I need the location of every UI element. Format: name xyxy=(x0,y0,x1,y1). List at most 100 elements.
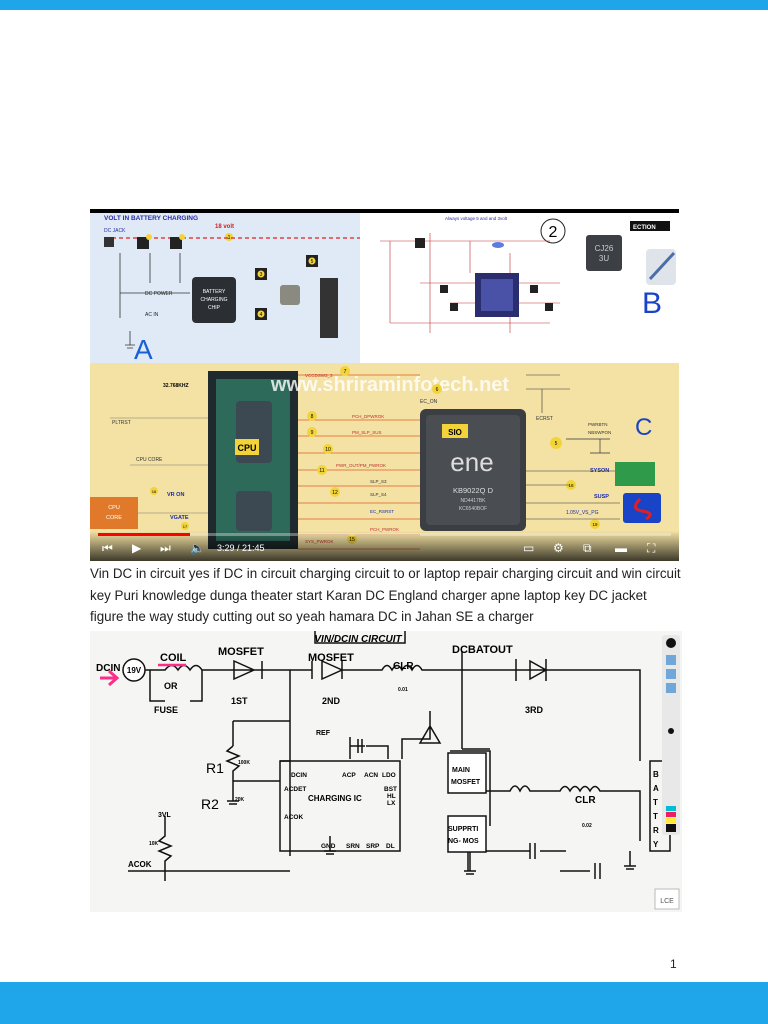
progress-fill xyxy=(98,533,190,536)
marker-3-label: 3 xyxy=(260,272,263,278)
marker-5-label: 5 xyxy=(311,259,314,265)
marker-10 xyxy=(323,444,333,454)
ecrst-label: ECRST xyxy=(536,416,553,422)
susp-label: SUSP xyxy=(594,494,609,500)
cpu-left-wires xyxy=(110,417,208,514)
r2-label: R2 xyxy=(201,796,219,812)
progress-bar[interactable] xyxy=(98,533,671,536)
marker-12 xyxy=(330,487,340,497)
marker-3 xyxy=(257,270,265,278)
captions-icon[interactable]: ▭ xyxy=(523,541,535,555)
toolbar-color-yellow[interactable] xyxy=(666,818,676,823)
brand-logo-mark xyxy=(634,497,652,521)
pin-ldo: LDO xyxy=(382,772,396,779)
panel-b-part-3 xyxy=(530,285,538,293)
bottom-accent-bar xyxy=(0,982,768,1024)
panel-b-cap xyxy=(492,242,504,248)
marker-18-label: 18 xyxy=(568,483,574,488)
v19-label: 19V xyxy=(127,666,142,675)
signal-slp-s4: SLP_S4 xyxy=(370,492,387,497)
dcin-arrow xyxy=(100,669,120,687)
marker-9-label: 9 xyxy=(311,430,314,436)
cpu-die-2 xyxy=(236,491,272,531)
video-player[interactable]: VOLT IN BATTERY CHARGING 18 volt 1 DC JA… xyxy=(90,209,679,561)
panel-a-letter: A xyxy=(134,334,153,365)
cpu-label-bg xyxy=(235,439,259,455)
acok-left-label: ACOK xyxy=(128,860,152,869)
schematic-wires xyxy=(128,631,641,881)
theater-mode-icon[interactable]: ▬ xyxy=(615,541,627,555)
pin-bst: BST xyxy=(384,786,397,793)
r1-label: R1 xyxy=(206,760,224,776)
panel-b-logo-mark xyxy=(648,251,676,281)
panel-b-letter: B xyxy=(642,287,662,320)
play-icon[interactable]: ▶ xyxy=(132,541,142,555)
pin-acdet: ACDET xyxy=(284,786,306,793)
fullscreen-icon[interactable]: ⛶ xyxy=(647,541,656,555)
settings-icon[interactable]: ⚙ xyxy=(553,541,564,555)
cpu-core-box xyxy=(90,497,138,529)
r2-value: 20K xyxy=(235,797,245,803)
clr2-label: CLR xyxy=(575,795,596,806)
toolbar-color-cyan[interactable] xyxy=(666,806,676,811)
sio-label-bg xyxy=(442,424,468,438)
panel-b-part-5 xyxy=(415,238,425,248)
lce-logo xyxy=(654,888,680,910)
panel-b-chip xyxy=(586,235,622,271)
pin-srp: SRP xyxy=(366,843,380,850)
toolbar-dot-icon[interactable] xyxy=(668,728,674,734)
marker-5c xyxy=(550,437,562,449)
signal-slp-s3: SLP_S3 xyxy=(370,479,387,484)
supp-mos-line-1: SUPPRTI xyxy=(448,826,478,833)
toolbar-color-magenta[interactable] xyxy=(666,812,676,817)
clr1-label: CLR xyxy=(393,661,414,672)
miniplayer-icon[interactable]: ⧉ xyxy=(583,541,592,555)
toolbar-color-black[interactable] xyxy=(666,824,676,832)
next-icon[interactable]: ⏭ xyxy=(160,541,171,555)
main-mosfet-line-2: MOSFET xyxy=(451,779,481,786)
syson-box xyxy=(615,462,655,486)
mosfet1-label: MOSFET xyxy=(218,646,264,658)
susp-box xyxy=(623,493,661,523)
dc-power-label: DC POWER xyxy=(145,291,173,297)
schematic-heading: VIN/DCIN CIRCUIT xyxy=(314,634,402,645)
battery-letter-a: A xyxy=(653,784,659,793)
toolbar-pen-icon[interactable] xyxy=(666,638,676,648)
marker-11-label: 11 xyxy=(319,468,324,474)
pltrst-label: PLTRST xyxy=(112,420,131,426)
panel-b-chip-line-1: CJ26 xyxy=(595,244,614,253)
marker-18 xyxy=(566,480,576,490)
marker-5 xyxy=(308,257,316,265)
previous-icon[interactable]: ⏮ xyxy=(102,541,113,555)
marker-9 xyxy=(307,427,317,437)
panel-b-chip-line-2: 3U xyxy=(599,254,609,263)
v3vl-label: 3VL xyxy=(158,812,172,819)
marker-17 xyxy=(181,522,189,530)
watermark: www.shriraminfotech.net xyxy=(270,374,510,396)
toolbar-screen-icon[interactable] xyxy=(666,655,676,665)
chip-line-2: CHARGING xyxy=(201,297,228,303)
lce-logo-text: LCE xyxy=(660,898,674,905)
signal-pm-slp-sus: PM_SLP_SUS xyxy=(352,430,382,435)
nbswpon-label: NBSWPON xyxy=(588,430,611,435)
supporting-mos xyxy=(447,815,487,853)
vr-on-label: VR ON xyxy=(167,492,184,498)
battery-letter-r: R xyxy=(653,826,659,835)
marker-1-label: 1 xyxy=(228,235,231,241)
dcin-label: DCIN xyxy=(96,663,120,674)
signal-pch-pwrok: PCH_PWROK xyxy=(370,527,399,532)
toolbar-screen2-icon[interactable] xyxy=(666,669,676,679)
volume-icon[interactable]: 🔈 xyxy=(190,541,205,555)
panel-a-wires xyxy=(119,253,190,318)
signal-vccdsw: VCCDSW3_3 xyxy=(305,373,333,378)
or-label: OR xyxy=(164,681,178,691)
vs-pg-label: 1.05V_VS_PG xyxy=(566,510,599,516)
marker-4 xyxy=(257,310,265,318)
panel-b-header: Always voltage 5 and and 3volt xyxy=(445,216,508,221)
pin-dcin: DCIN xyxy=(291,772,307,779)
time-display: 3:29 / 21:45 xyxy=(217,543,265,553)
pin-gnd: GND xyxy=(321,843,336,850)
marker-7-label: 7 xyxy=(344,369,347,375)
dcin-source xyxy=(122,658,146,682)
toolbar-screen3-icon[interactable] xyxy=(666,683,676,693)
